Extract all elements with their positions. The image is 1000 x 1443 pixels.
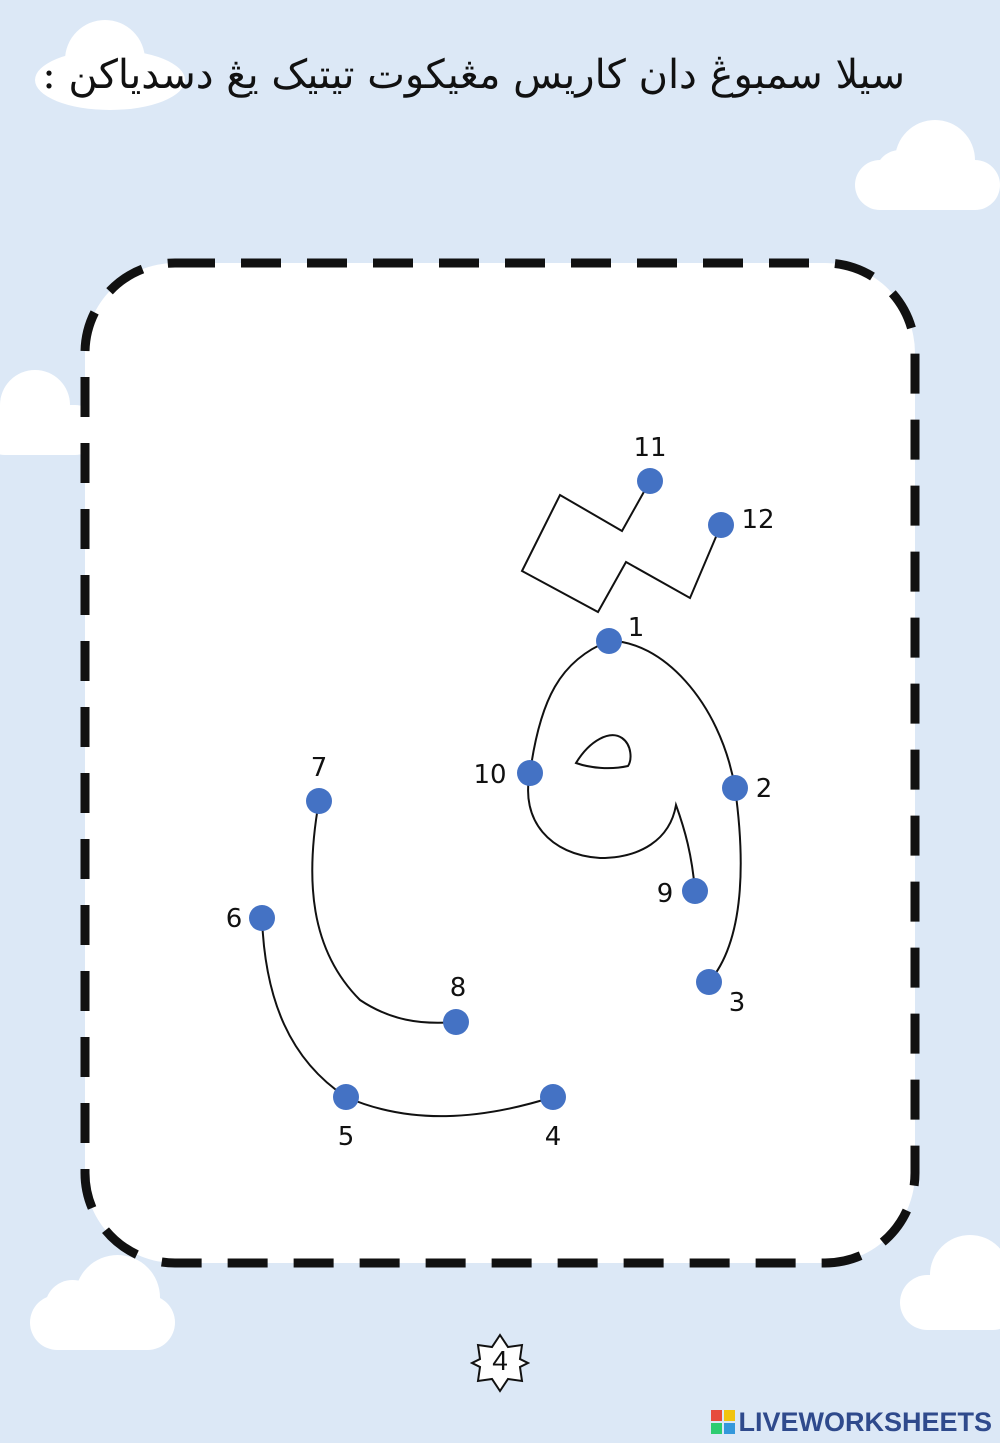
dot-label-6: 6 xyxy=(226,904,243,934)
dot-label-11: 11 xyxy=(633,433,666,463)
trace-dot-12[interactable] xyxy=(708,512,734,538)
cloud-top-left xyxy=(20,15,190,115)
dot-label-9: 9 xyxy=(657,879,674,909)
dot-label-4: 4 xyxy=(545,1122,562,1152)
dot-label-12: 12 xyxy=(741,505,774,535)
trace-dot-1[interactable] xyxy=(596,628,622,654)
cloud-top-right xyxy=(855,115,1000,215)
dot-label-1: 1 xyxy=(628,613,645,643)
letter-dots-stroke xyxy=(520,480,722,614)
letter-loop-stroke xyxy=(527,772,696,892)
trace-dot-11[interactable] xyxy=(637,468,663,494)
dot-label-8: 8 xyxy=(450,973,467,1003)
brand-watermark: LIVEWORKSHEETS xyxy=(711,1405,992,1439)
page-number-badge: 4 xyxy=(469,1333,531,1393)
letter-inner-tail-stroke xyxy=(311,800,457,1024)
trace-dot-9[interactable] xyxy=(682,878,708,904)
trace-dot-2[interactable] xyxy=(722,775,748,801)
letter-main-stroke xyxy=(529,639,742,983)
dot-label-10: 10 xyxy=(473,760,506,790)
star-frame-icon xyxy=(469,1333,531,1393)
trace-dot-4[interactable] xyxy=(540,1084,566,1110)
dot-label-2: 2 xyxy=(756,774,773,804)
trace-dot-3[interactable] xyxy=(696,969,722,995)
cloud-mid-left xyxy=(0,365,100,460)
trace-dot-6[interactable] xyxy=(249,905,275,931)
letter-counter-stroke xyxy=(574,734,632,770)
trace-dot-7[interactable] xyxy=(306,788,332,814)
trace-dot-10[interactable] xyxy=(517,760,543,786)
dot-label-7: 7 xyxy=(311,753,328,783)
instruction-text: سيلا سمبوڠ دان کاريس مڠيکوت تيتيک يڠ دسد… xyxy=(42,52,905,98)
page-number: 4 xyxy=(492,1345,508,1376)
tracing-card xyxy=(80,258,920,1268)
cloud-bottom-left xyxy=(30,1255,175,1355)
brand-name: LIVEWORKSHEETS xyxy=(738,1406,992,1437)
trace-dot-5[interactable] xyxy=(333,1084,359,1110)
dot-label-5: 5 xyxy=(338,1122,355,1152)
cloud-bottom-right xyxy=(900,1230,1000,1330)
dot-label-3: 3 xyxy=(729,988,746,1018)
trace-dot-8[interactable] xyxy=(443,1009,469,1035)
liveworksheets-logo-icon xyxy=(711,1410,736,1434)
